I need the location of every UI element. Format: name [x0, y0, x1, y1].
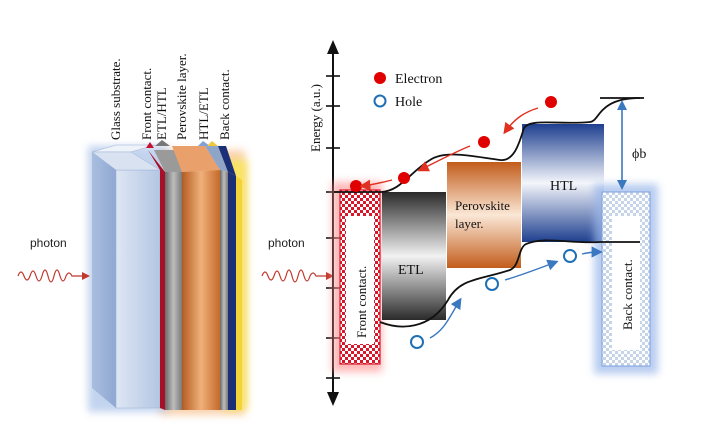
hole-3-icon: [563, 249, 577, 263]
label-back-contact: Back contact.: [217, 69, 232, 140]
label-front-contact: Front contact.: [139, 68, 154, 140]
hole-legend-icon: [373, 94, 387, 108]
electron-1-icon: [545, 96, 557, 108]
htl-band: [522, 124, 604, 242]
perovskite-band-label-2: layer.: [455, 216, 484, 231]
perovskite-band: [447, 162, 521, 268]
front-contact-band-label: Front contact.: [354, 266, 369, 338]
legend: Electron Hole: [373, 72, 442, 110]
device-stack: Glass substrate. Front contact. ETL/HTL …: [88, 53, 247, 415]
hole-1-icon: [410, 335, 424, 349]
electron-2-icon: [478, 136, 490, 148]
perovskite-layer: [172, 146, 220, 410]
hole-2-icon: [485, 277, 499, 291]
legend-electron-label: Electron: [395, 72, 442, 87]
label-htl-etl: HTL/ETL: [196, 87, 211, 140]
electron-3-icon: [398, 172, 410, 184]
valence-band-curve: [379, 239, 640, 328]
photon-arrow-right-icon: [326, 272, 334, 280]
energy-axis-label: Energy (a.u.): [308, 84, 323, 152]
electron-4-icon: [350, 180, 362, 192]
etl-band-label: ETL: [398, 263, 424, 278]
back-contact-layer: [207, 141, 242, 410]
electron-legend-icon: [374, 72, 386, 84]
photon-wave-right-icon: [261, 269, 326, 283]
front-contact-layer: [146, 142, 165, 410]
etl-band: [382, 192, 446, 320]
label-perovskite: Perovskite layer.: [174, 53, 189, 140]
htl-band-label: HTL: [550, 179, 577, 194]
legend-hole-label: Hole: [395, 95, 422, 110]
photon-arrow-left-icon: [82, 272, 90, 280]
photon-label-left: photon: [30, 236, 67, 250]
glass-substrate-layer: [91, 144, 161, 409]
photon-wave-left-icon: [17, 269, 82, 283]
back-contact-band-label: Back contact.: [620, 259, 635, 330]
htl-etl-layer: [198, 141, 228, 410]
photon-label-right: photon: [268, 236, 305, 250]
etl-htl-layer: [154, 140, 182, 410]
perovskite-band-label-1: Perovskite: [455, 198, 510, 213]
label-etl-htl: ETL/HTL: [154, 87, 169, 140]
label-glass-substrate: Glass substrate.: [108, 58, 123, 140]
barrier-label: ϕb: [632, 147, 646, 162]
